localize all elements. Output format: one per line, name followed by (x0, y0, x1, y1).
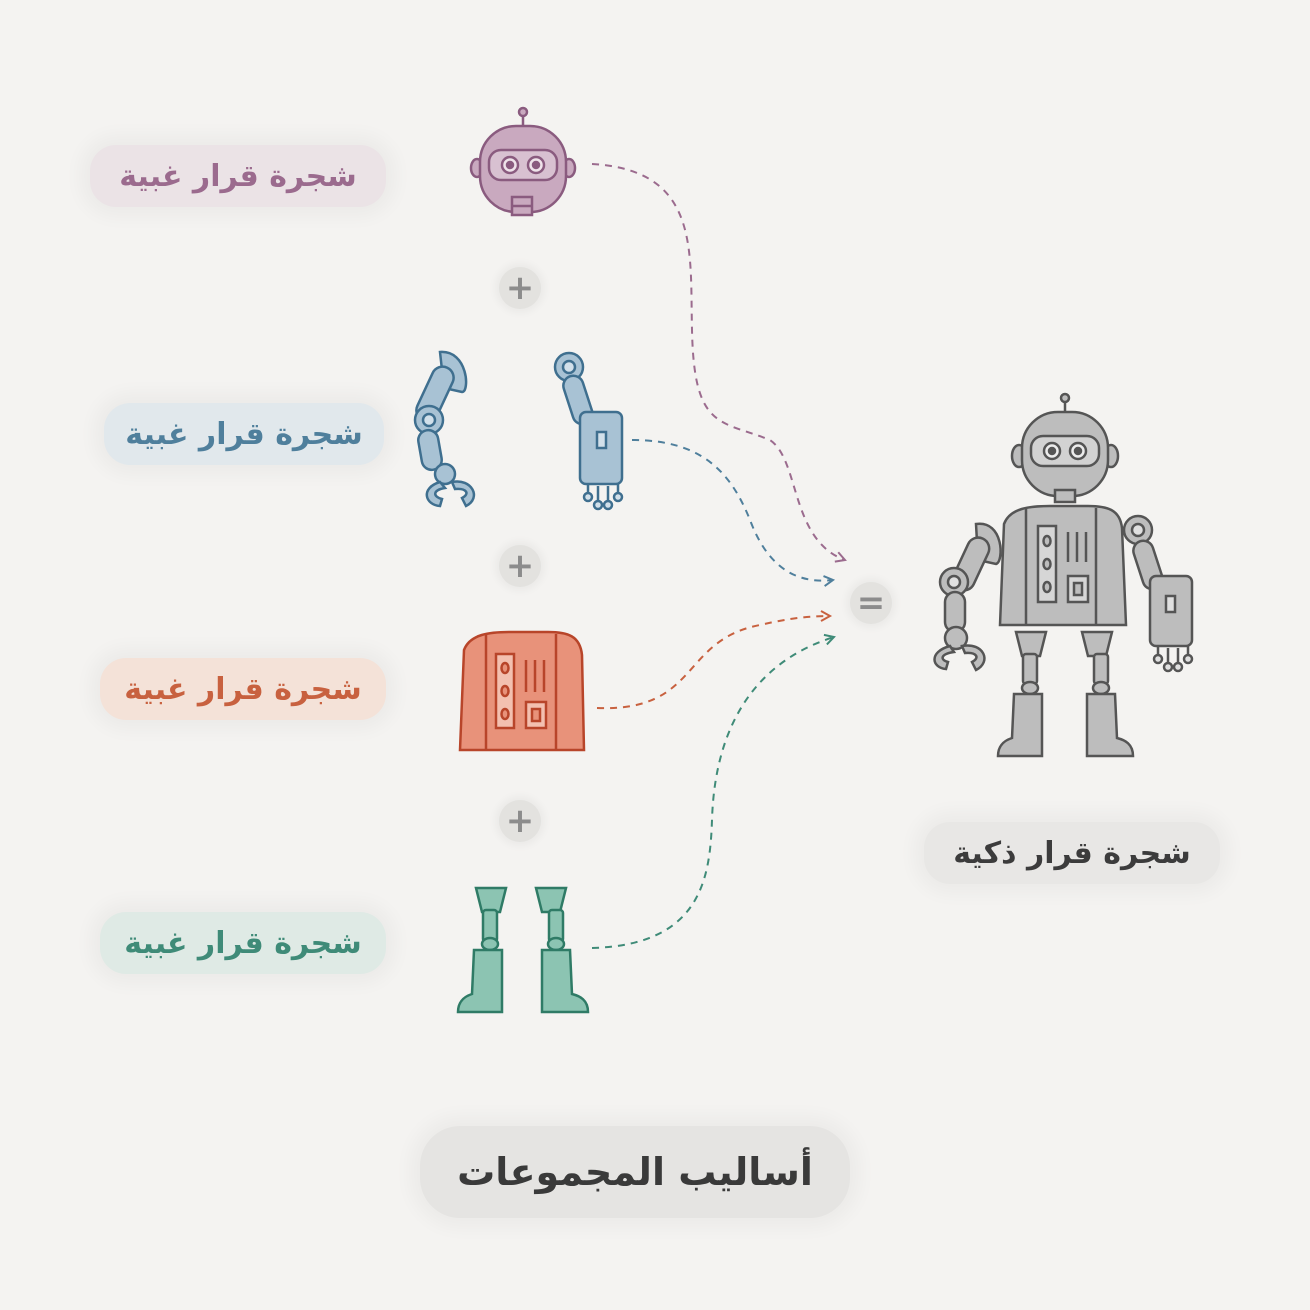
robot-head-icon (469, 106, 577, 217)
robot-arms-icon (413, 350, 624, 511)
weak-learner-label-legs: شجرة قرار غبية (100, 912, 386, 974)
robot-legs-icon (456, 886, 590, 1014)
plus-operator-1: + (499, 267, 541, 309)
equals-operator: = (850, 582, 892, 624)
weak-learner-label-torso: شجرة قرار غبية (100, 658, 386, 720)
arrow-arms-to-result (631, 439, 836, 587)
arrow-head-to-result (591, 163, 847, 563)
arrow-torso-to-result (596, 610, 833, 710)
strong-learner-label: شجرة قرار ذكية (924, 822, 1220, 884)
weak-learner-label-head: شجرة قرار غبية (90, 145, 386, 207)
plus-operator-2: + (499, 545, 541, 587)
robot-torso-icon (458, 630, 586, 752)
full-robot-icon (933, 392, 1194, 758)
arrow-legs-to-result (591, 633, 836, 949)
diagram-title: أساليب المجموعات (420, 1126, 850, 1218)
plus-operator-3: + (499, 800, 541, 842)
weak-learner-label-arms: شجرة قرار غبية (104, 403, 384, 465)
